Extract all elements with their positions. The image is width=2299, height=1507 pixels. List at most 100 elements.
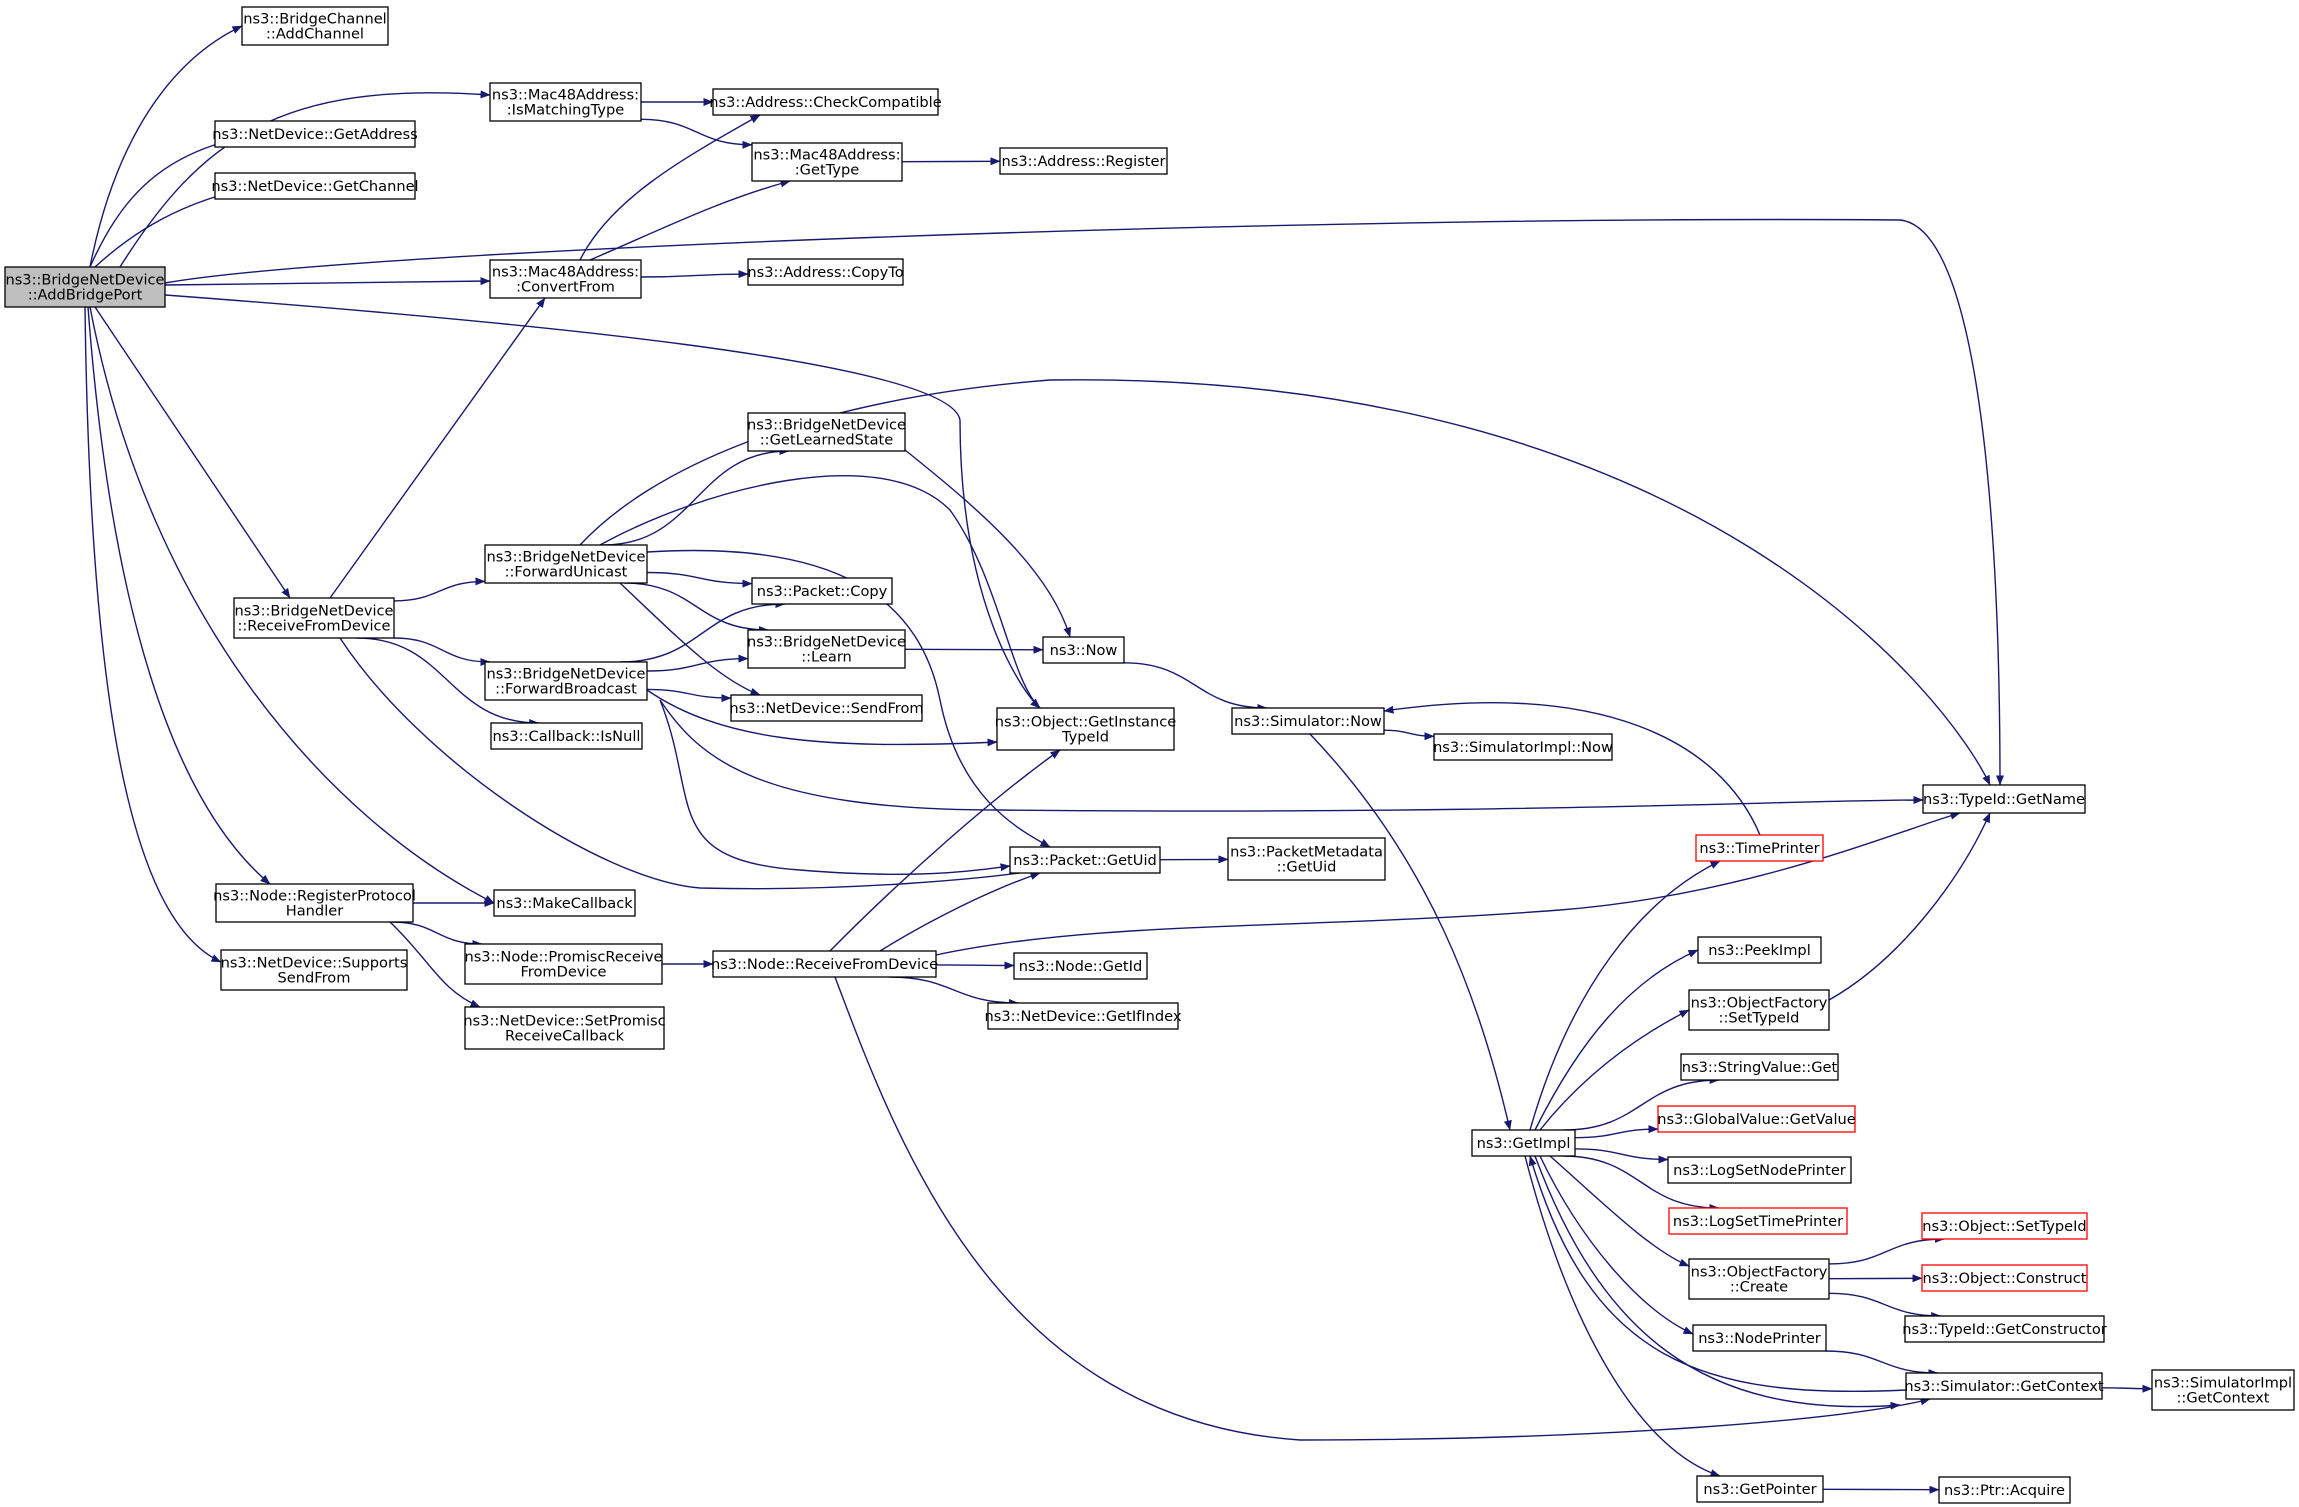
function-node-nd-getaddress[interactable]: ns3::NetDevice::GetAddress bbox=[212, 120, 418, 148]
function-node-makecallback[interactable]: ns3::MakeCallback bbox=[493, 889, 636, 917]
node-label-line: ::GetUid bbox=[1277, 859, 1337, 876]
function-node-getimpl[interactable]: ns3::GetImpl bbox=[1471, 1129, 1576, 1157]
function-node-bnd-fwdunicast[interactable]: ns3::BridgeNetDevice::ForwardUnicast bbox=[484, 544, 648, 584]
edge-arrow bbox=[392, 921, 483, 948]
node-label-line: ::AddChannel bbox=[266, 26, 364, 43]
edge-arrow bbox=[393, 577, 486, 602]
call-edge-sim_getcontext-to-simimpl_getcontext bbox=[2101, 1384, 2153, 1393]
edge-arrow bbox=[1828, 812, 1991, 1001]
edge-arrow bbox=[646, 654, 749, 672]
node-box bbox=[1921, 1212, 2088, 1240]
node-box bbox=[1921, 1264, 2088, 1292]
edge-arrow bbox=[935, 811, 1961, 956]
function-node-node-recvfromdev[interactable]: ns3::Node::ReceiveFromDevice bbox=[711, 950, 938, 978]
node-label-line: ns3::ObjectFactory bbox=[1691, 1264, 1828, 1281]
function-node-addr-checkcompat[interactable]: ns3::Address::CheckCompatible bbox=[709, 88, 942, 116]
node-box bbox=[1688, 989, 1830, 1031]
function-node-cb-isnull[interactable]: ns3::Callback::IsNull bbox=[490, 722, 643, 750]
function-node-ptr-acquire[interactable]: ns3::Ptr::Acquire bbox=[1938, 1476, 2071, 1504]
function-node-root[interactable]: ns3::BridgeNetDevice::AddBridgePort bbox=[4, 266, 166, 308]
node-label-line: ns3::NetDevice::Supports bbox=[221, 955, 408, 972]
function-node-stringvalue-get[interactable]: ns3::StringValue::Get bbox=[1680, 1053, 1839, 1081]
edge-arrow bbox=[640, 118, 753, 149]
call-edge-of_settypeid-to-typeid_getname bbox=[1828, 812, 1991, 1001]
function-node-of-create[interactable]: ns3::ObjectFactory::Create bbox=[1688, 1258, 1830, 1300]
node-box bbox=[1688, 1258, 1830, 1300]
function-node-pktmeta-getuid[interactable]: ns3::PacketMetadata::GetUid bbox=[1227, 837, 1386, 881]
function-node-simimpl-now[interactable]: ns3::SimulatorImpl::Now bbox=[1433, 733, 1613, 761]
call-edge-bnd_fwdbroadcast-to-pkt_copy bbox=[619, 600, 786, 663]
edge-arrow bbox=[935, 961, 1015, 970]
call-edge-getimpl-to-peekimpl bbox=[1534, 949, 1699, 1131]
function-node-nd-sendfrom[interactable]: ns3::NetDevice::SendFrom bbox=[729, 694, 924, 722]
node-box bbox=[214, 120, 416, 148]
function-node-obj-construct[interactable]: ns3::Object::Construct bbox=[1921, 1264, 2088, 1292]
edge-arrow bbox=[1528, 1155, 1907, 1393]
node-label-line: ns3::BridgeNetDevice bbox=[747, 634, 906, 651]
function-node-bnd-getlearned[interactable]: ns3::BridgeNetDevice::GetLearnedState bbox=[747, 412, 906, 452]
function-node-bnd-recvfromdev[interactable]: ns3::BridgeNetDevice::ReceiveFromDevice bbox=[233, 597, 395, 639]
edge-arrow bbox=[640, 270, 749, 279]
edge-arrow bbox=[164, 294, 1041, 709]
edge-arrow bbox=[2101, 1384, 2153, 1393]
node-label-line: ns3::Address::CopyTo bbox=[747, 264, 903, 281]
call-edge-bnd_learn-to-now bbox=[904, 645, 1044, 654]
node-label-line: ns3::BridgeChannel bbox=[243, 11, 386, 28]
function-node-bc-addchannel[interactable]: ns3::BridgeChannel::AddChannel bbox=[241, 6, 389, 46]
function-node-obj-settypeid[interactable]: ns3::Object::SetTypeId bbox=[1921, 1212, 2088, 1240]
function-node-nd-getifindex[interactable]: ns3::NetDevice::GetIfIndex bbox=[985, 1002, 1182, 1030]
function-node-sim-getcontext[interactable]: ns3::Simulator::GetContext bbox=[1904, 1372, 2104, 1400]
function-node-mac-ismatching[interactable]: ns3::Mac48Address::IsMatchingType bbox=[489, 82, 642, 122]
function-node-addr-register[interactable]: ns3::Address::Register bbox=[999, 147, 1168, 175]
call-edge-bnd_getlearned-to-now bbox=[904, 449, 1072, 638]
edge-arrow bbox=[579, 114, 761, 261]
function-node-of-settypeid[interactable]: ns3::ObjectFactory::SetTypeId bbox=[1688, 989, 1830, 1031]
node-box bbox=[999, 147, 1168, 175]
function-node-timeprinter[interactable]: ns3::TimePrinter bbox=[1695, 834, 1824, 862]
edge-arrow bbox=[1383, 729, 1435, 741]
node-label-line: :IsMatchingType bbox=[507, 102, 624, 119]
node-box bbox=[1938, 1476, 2071, 1504]
node-label-line: ns3::Callback::IsNull bbox=[493, 728, 641, 745]
function-node-bnd-learn[interactable]: ns3::BridgeNetDevice::Learn bbox=[747, 629, 906, 669]
node-label-line: ns3::BridgeNetDevice bbox=[5, 272, 164, 289]
function-node-addr-copyto[interactable]: ns3::Address::CopyTo bbox=[747, 258, 904, 286]
function-node-nd-setpromisc[interactable]: ns3::NetDevice::SetPromiscReceiveCallbac… bbox=[463, 1006, 666, 1050]
function-node-pkt-copy[interactable]: ns3::Packet::Copy bbox=[751, 577, 893, 605]
edge-arrow bbox=[84, 306, 222, 963]
function-node-peekimpl[interactable]: ns3::PeekImpl bbox=[1697, 936, 1822, 964]
function-node-nodeprinter[interactable]: ns3::NodePrinter bbox=[1692, 1324, 1827, 1352]
node-label-line: ns3::Object::Construct bbox=[1922, 1270, 2086, 1287]
function-node-nd-getchannel[interactable]: ns3::NetDevice::GetChannel bbox=[211, 172, 419, 200]
function-node-simimpl-getcontext[interactable]: ns3::SimulatorImpl::GetContext bbox=[2151, 1369, 2295, 1411]
node-box bbox=[1692, 1324, 1827, 1352]
edge-arrow bbox=[89, 306, 495, 904]
function-node-node-getid[interactable]: ns3::Node::GetId bbox=[1013, 952, 1148, 980]
function-node-getpointer[interactable]: ns3::GetPointer bbox=[1696, 1475, 1824, 1503]
call-edge-bnd_fwdunicast-to-nd_sendfrom bbox=[619, 582, 761, 696]
call-edge-bnd_fwdbroadcast-to-obj_getinstancetypeid bbox=[646, 689, 998, 747]
call-edge-getimpl-to-stringvalue_get bbox=[1563, 1076, 1720, 1131]
call-edge-getimpl-to-of_settypeid bbox=[1539, 1009, 1690, 1131]
function-node-logsettimeprinter[interactable]: ns3::LogSetTimePrinter bbox=[1668, 1207, 1848, 1235]
function-node-mac-convertfrom[interactable]: ns3::Mac48Address::ConvertFrom bbox=[489, 259, 642, 299]
edge-arrow bbox=[1529, 860, 1721, 1131]
function-node-sim-now[interactable]: ns3::Simulator::Now bbox=[1231, 707, 1385, 735]
function-node-globalvalue-getvalue[interactable]: ns3::GlobalValue::GetValue bbox=[1657, 1105, 1856, 1133]
edge-arrow bbox=[879, 872, 1041, 952]
function-node-typeid-getname[interactable]: ns3::TypeId::GetName bbox=[1922, 784, 2086, 814]
function-node-logsetnodeprinter[interactable]: ns3::LogSetNodePrinter bbox=[1667, 1156, 1852, 1184]
function-node-mac-gettype[interactable]: ns3::Mac48Address::GetType bbox=[751, 142, 903, 182]
function-node-now[interactable]: ns3::Now bbox=[1042, 636, 1125, 664]
node-label-line: ::AddBridgePort bbox=[28, 287, 143, 304]
function-node-bnd-fwdbroadcast[interactable]: ns3::BridgeNetDevice::ForwardBroadcast bbox=[484, 661, 648, 701]
node-label-line: ns3::GetPointer bbox=[1703, 1481, 1816, 1498]
call-edge-getimpl-to-timeprinter bbox=[1529, 860, 1721, 1131]
function-node-pkt-getuid[interactable]: ns3::Packet::GetUid bbox=[1009, 846, 1161, 874]
node-label-line: ns3::NetDevice::GetAddress bbox=[212, 126, 417, 143]
function-node-typeid-getconstructor[interactable]: ns3::TypeId::GetConstructor bbox=[1902, 1315, 2107, 1343]
